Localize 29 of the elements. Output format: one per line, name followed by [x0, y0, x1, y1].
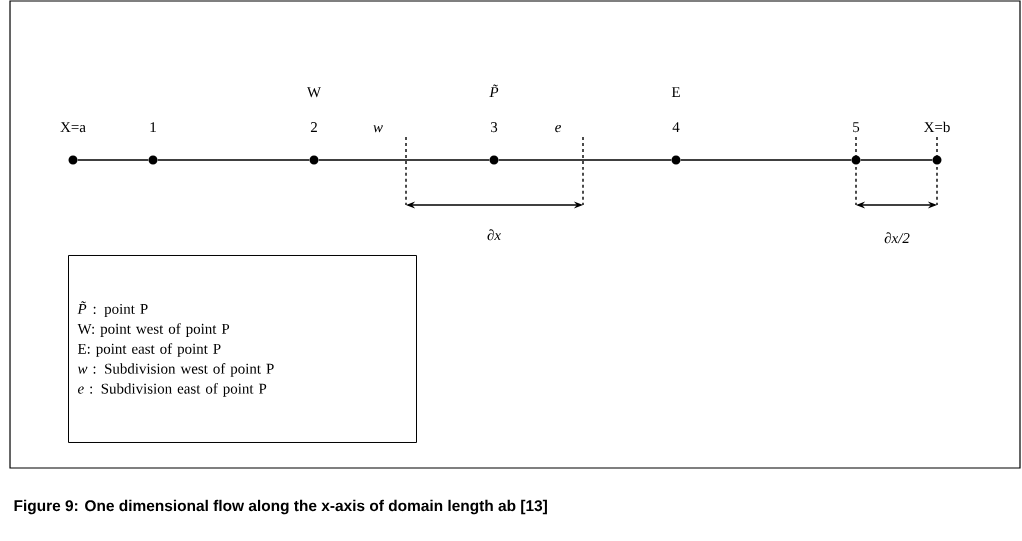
point-label: 5 — [853, 122, 860, 133]
point-label: 3 — [491, 122, 498, 133]
grid-point — [851, 155, 861, 165]
point-label: X=b — [924, 121, 950, 133]
axis-line — [156, 159, 311, 161]
point-label: 2 — [310, 122, 317, 132]
figure-caption: Figure 9: One dimensional flow along the x-axis of domain length ab [13] — [14, 499, 547, 515]
point-label: e — [555, 124, 561, 133]
grid-point — [489, 155, 499, 165]
grid-point — [671, 155, 681, 165]
axis-line — [859, 159, 934, 161]
axis-line — [679, 159, 853, 161]
axis-line — [317, 159, 491, 161]
point-label: ∂x — [487, 229, 501, 241]
point-label: P̃ — [489, 84, 499, 97]
grid-point — [932, 155, 942, 165]
grid-point — [309, 155, 319, 165]
grid-point — [68, 155, 78, 165]
point-label: w — [373, 125, 383, 133]
grid-point — [148, 155, 158, 165]
point-label: 1 — [150, 122, 156, 132]
axis-line — [497, 159, 673, 161]
point-label: E — [671, 87, 680, 97]
legend-box: P̃: point P W: point west of point P E: point east of point P w : Subdivision west of point P e : Subdivision east of point P — [68, 255, 417, 443]
point-label: ∂x/2 — [884, 232, 910, 244]
axis-line — [76, 159, 150, 161]
point-label: X=a — [60, 122, 86, 133]
point-label: W — [306, 87, 321, 98]
point-label: 4 — [672, 122, 680, 132]
